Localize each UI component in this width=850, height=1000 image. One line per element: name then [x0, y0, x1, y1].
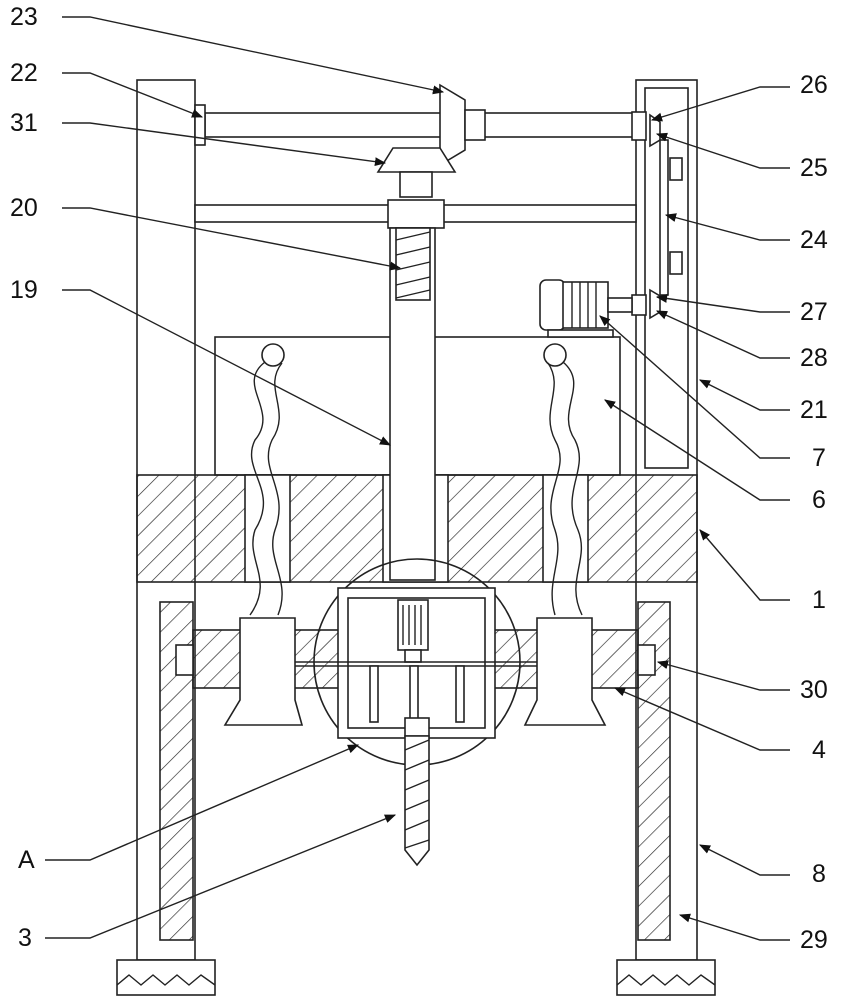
label-8: 8 — [812, 862, 826, 887]
label-3: 3 — [18, 926, 32, 951]
label-24: 24 — [800, 228, 828, 253]
label-27: 27 — [800, 300, 828, 325]
left-foot — [117, 960, 215, 995]
label-25: 25 — [800, 156, 828, 181]
label-21: 21 — [800, 398, 828, 423]
label-6: 6 — [812, 488, 826, 513]
label-28: 28 — [800, 346, 828, 371]
label-29: 29 — [800, 928, 828, 953]
shaft-22 — [205, 113, 640, 137]
label-20: 20 — [10, 196, 38, 221]
label-30: 30 — [800, 678, 828, 703]
label-26: 26 — [800, 73, 828, 98]
label-A: A — [18, 848, 35, 873]
label-23: 23 — [10, 5, 38, 30]
label-1: 1 — [812, 588, 826, 613]
right-foot — [617, 960, 715, 995]
screw-spring-20 — [396, 228, 430, 300]
motor-7 — [540, 280, 632, 337]
label-22: 22 — [10, 61, 38, 86]
label-31: 31 — [10, 111, 38, 136]
label-4: 4 — [812, 738, 826, 763]
shaft-24 — [660, 140, 668, 295]
label-7: 7 — [812, 446, 826, 471]
drill-bit-3 — [405, 718, 429, 865]
label-19: 19 — [10, 278, 38, 303]
